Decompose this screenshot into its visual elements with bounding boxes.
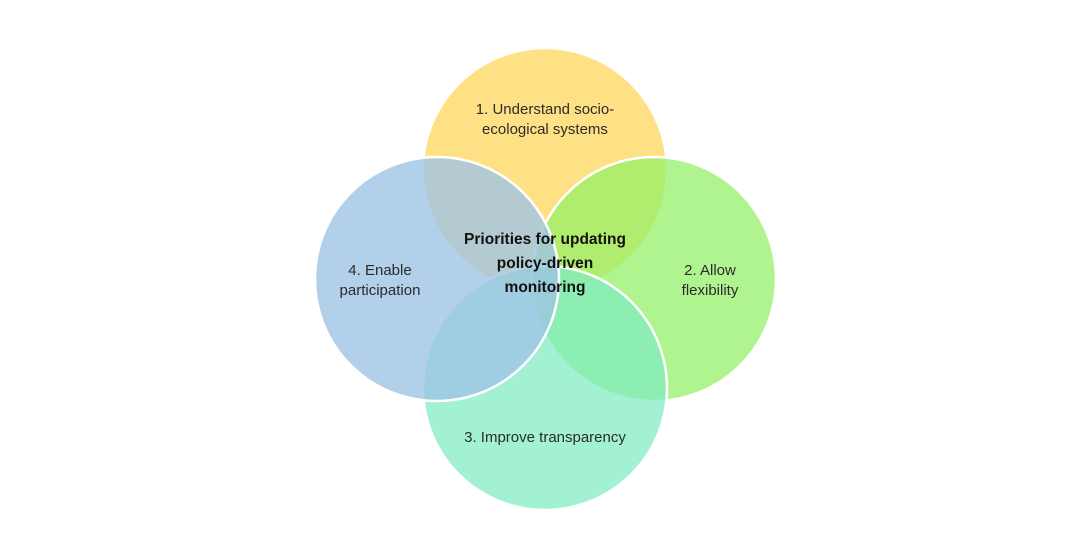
center-title: Priorities for updating policy-driven mo… [445, 228, 645, 300]
label-line: 2. Allow [684, 262, 736, 279]
label-understand-systems: 1. Understand socio- ecological systems [445, 100, 645, 140]
label-line: ecological systems [482, 121, 608, 138]
center-line: policy-driven [496, 255, 594, 272]
label-line: participation [339, 282, 421, 299]
center-line: Priorities for updating [464, 231, 626, 248]
label-enable-participation: 4. Enable participation [320, 261, 440, 301]
label-line: 1. Understand socio- [475, 101, 615, 118]
label-improve-transparency: 3. Improve transparency [440, 428, 650, 448]
label-line: 3. Improve transparency [464, 429, 626, 446]
center-line: monitoring [504, 279, 586, 296]
label-allow-flexibility: 2. Allow flexibility [660, 261, 760, 301]
label-line: flexibility [681, 282, 739, 299]
label-line: 4. Enable [348, 262, 412, 279]
circle-enable-participation [313, 155, 561, 403]
